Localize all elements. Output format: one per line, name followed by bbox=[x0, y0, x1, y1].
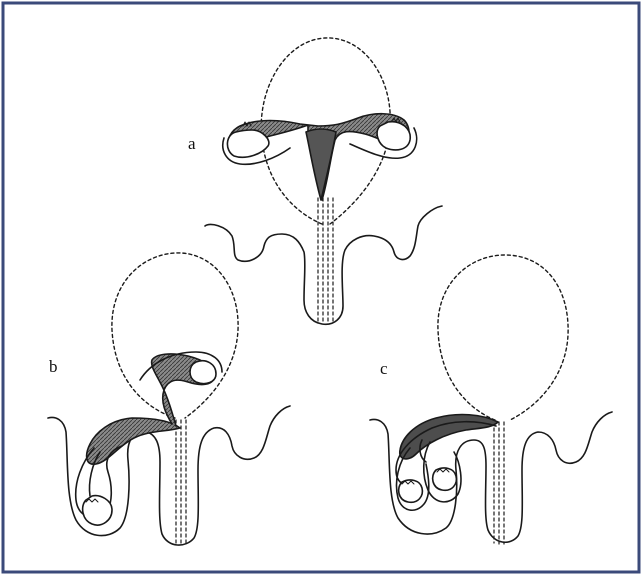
panel-c-label: c bbox=[380, 359, 388, 378]
panel-b-lower-ovary bbox=[83, 496, 112, 525]
panel-b-upper-ovary bbox=[190, 361, 216, 384]
figure-border bbox=[3, 3, 639, 572]
panel-b-label: b bbox=[49, 357, 58, 376]
panel-a-label: a bbox=[188, 134, 196, 153]
panel-a-right-ovary bbox=[377, 122, 410, 150]
panel-c-right-ovary bbox=[433, 468, 457, 490]
